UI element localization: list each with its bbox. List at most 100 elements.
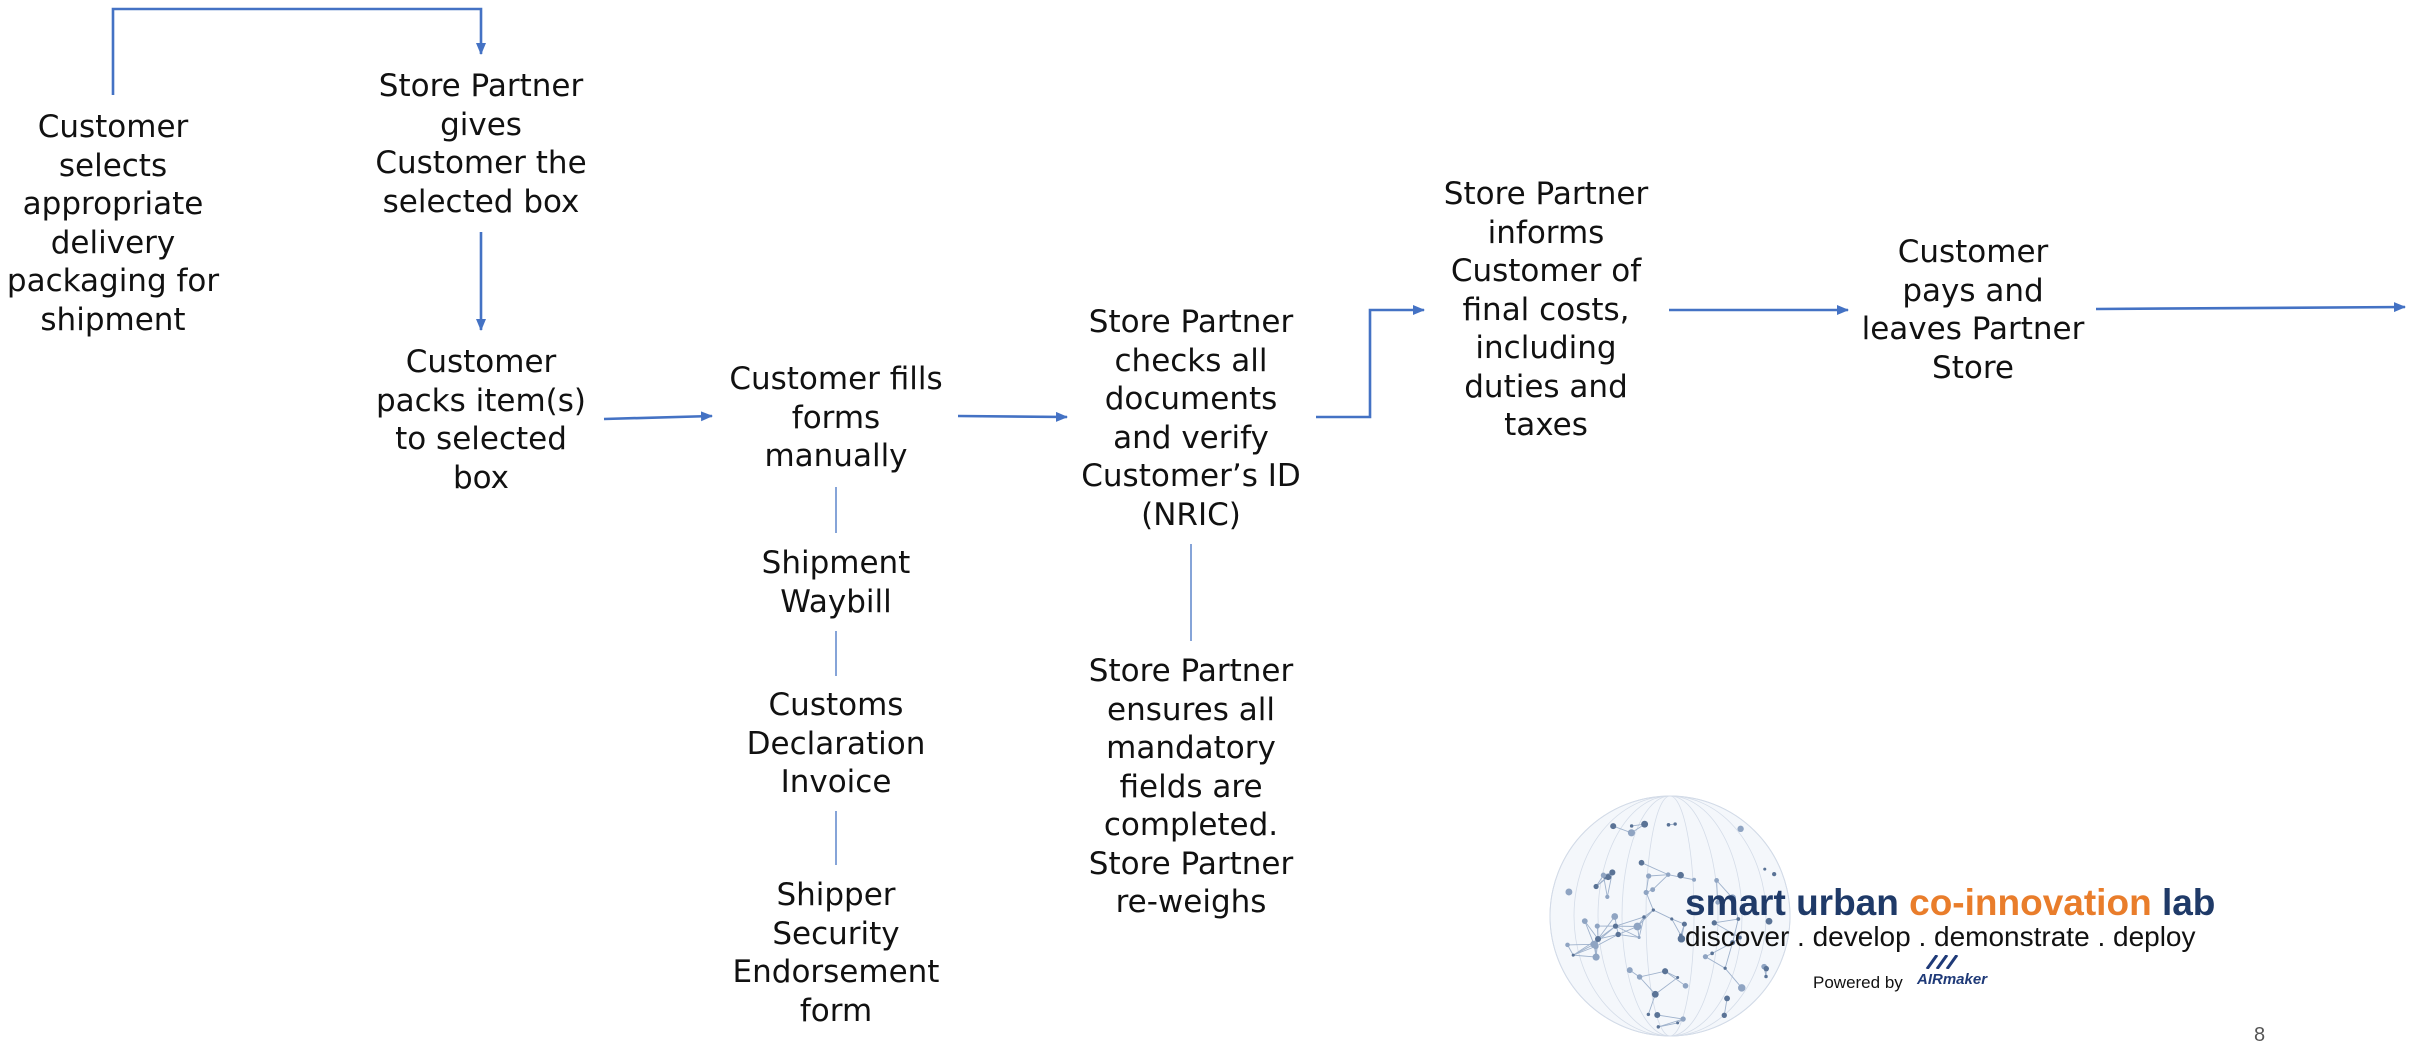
node-text-line: duties and — [1426, 368, 1666, 407]
node-text-line: Store — [1853, 349, 2093, 388]
globe-node — [1572, 954, 1575, 957]
globe-node — [1641, 821, 1648, 828]
node-text-line: forms — [716, 399, 956, 438]
globe-node — [1565, 943, 1570, 948]
node-text-line: Customer — [0, 108, 226, 147]
globe-node — [1615, 932, 1620, 937]
airmaker-wordmark: AIRmaker — [1917, 971, 1987, 988]
node-text-line: appropriate — [0, 185, 226, 224]
node-text-line: packs item(s) — [371, 382, 591, 421]
node-text-line: Customer fills — [716, 360, 956, 399]
node-text-line: shipment — [0, 301, 226, 340]
globe-node — [1676, 1021, 1679, 1024]
node-text-line: Store Partner — [361, 67, 601, 106]
logo-tagline: discover . develop . demonstrate . deplo… — [1685, 921, 2196, 953]
node-text-line: Store Partner — [1071, 845, 1311, 884]
airmaker-mark-icon — [1923, 955, 1965, 969]
globe-node — [1670, 917, 1673, 920]
node-text-line: Customer — [1853, 233, 2093, 272]
globe-node — [1565, 889, 1572, 896]
node-text-line: Security — [716, 915, 956, 954]
arrow-pays-out — [2096, 307, 2405, 309]
node-text-line: Customs — [736, 686, 936, 725]
globe-node — [1738, 984, 1745, 991]
globe-node — [1647, 1013, 1650, 1016]
globe-node — [1610, 823, 1616, 829]
globe-node — [1644, 890, 1649, 895]
globe-node — [1703, 954, 1708, 959]
globe-node — [1613, 923, 1618, 928]
node-text-line: Customer the — [361, 144, 601, 183]
node-text-line: Declaration — [736, 725, 936, 764]
node-text-line: Customer of — [1426, 252, 1666, 291]
node-text-line: Endorsement — [716, 953, 956, 992]
node-text-line: pays and — [1853, 272, 2093, 311]
node-text-line: (NRIC) — [1071, 496, 1311, 535]
node-text-line: form — [716, 992, 956, 1031]
node-text-line: Waybill — [736, 583, 936, 622]
globe-node — [1662, 968, 1668, 974]
globe-node — [1639, 860, 1645, 866]
globe-node — [1673, 822, 1676, 825]
globe-node — [1763, 868, 1766, 871]
node-text-line: including — [1426, 329, 1666, 368]
globe-node — [1638, 936, 1641, 939]
globe-node — [1657, 1025, 1660, 1028]
powered-by-label: Powered by — [1813, 973, 1903, 993]
globe-node — [1609, 869, 1615, 875]
globe-node — [1737, 826, 1743, 832]
globe-node — [1601, 873, 1606, 878]
globe-node — [1650, 887, 1655, 892]
globe-node — [1764, 975, 1768, 979]
node-text-line: to selected — [371, 420, 591, 459]
globe-node — [1605, 895, 1609, 899]
arrow-checks-to-informs — [1316, 310, 1424, 417]
node-text-line: completed. — [1071, 806, 1311, 845]
logo-wordmark: smart urban co-innovation lab — [1685, 882, 2215, 924]
node-text-line: informs — [1426, 214, 1666, 253]
globe-node — [1652, 908, 1655, 911]
globe-node — [1582, 918, 1588, 924]
globe-node — [1593, 954, 1600, 961]
node-text-line: packaging for — [0, 262, 226, 301]
globe-node — [1628, 829, 1635, 836]
smart-urban-lab-logo: smart urban co-innovation lab discover .… — [1545, 790, 2265, 1042]
globe-node — [1666, 872, 1671, 877]
node-text-line: Invoice — [736, 763, 936, 802]
globe-node — [1724, 967, 1727, 970]
globe-node — [1676, 976, 1679, 979]
page-number: 8 — [2254, 1024, 2265, 1047]
node-text-line: selects — [0, 147, 226, 186]
node-text-line: taxes — [1426, 406, 1666, 445]
node-text-line: manually — [716, 437, 956, 476]
globe-node — [1627, 967, 1633, 973]
globe-node — [1677, 872, 1684, 879]
arrow-fills-to-checks — [958, 416, 1067, 417]
node-text-line: Customer’s ID — [1071, 457, 1311, 496]
globe-node — [1680, 1016, 1685, 1021]
arrow-packs-to-fills — [604, 416, 712, 419]
globe-node — [1646, 873, 1651, 878]
node-text-line: Customer — [371, 343, 591, 382]
globe-node — [1679, 933, 1683, 937]
node-text-line: Store Partner — [1071, 652, 1311, 691]
logo-word-smart: smart — [1685, 882, 1786, 923]
node-text-line: final costs, — [1426, 291, 1666, 330]
globe-node — [1593, 943, 1599, 949]
node-text-line: leaves Partner — [1853, 310, 2093, 349]
globe-node — [1654, 1012, 1660, 1018]
node-text-line: Store Partner — [1071, 303, 1311, 342]
airmaker-logo: AIRmaker — [1917, 963, 1987, 980]
node-text-line: gives — [361, 106, 601, 145]
globe-node — [1683, 983, 1689, 989]
